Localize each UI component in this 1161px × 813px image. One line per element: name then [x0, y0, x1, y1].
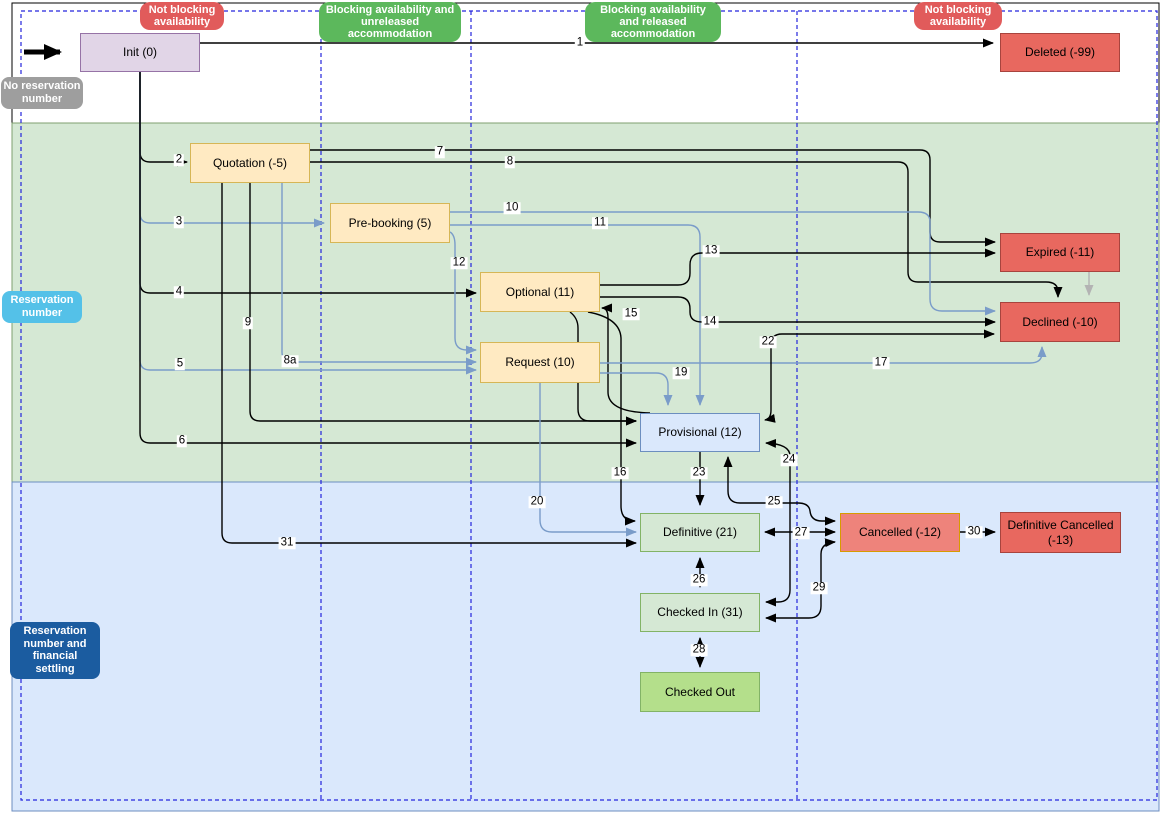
edge-label-15: 15: [622, 307, 640, 320]
edge-label-20: 20: [528, 495, 546, 508]
edge-label-4: 4: [173, 285, 185, 298]
edge-label-30: 30: [965, 525, 983, 538]
edge-label-10: 10: [503, 201, 521, 214]
edge-label-9: 9: [242, 316, 254, 329]
edge-label-6: 6: [176, 434, 188, 447]
node-checked-out: Checked Out: [640, 672, 760, 712]
edge-19: [600, 372, 673, 406]
edge-14: [600, 296, 996, 327]
edge-optional-provisional: [569, 311, 637, 426]
node-cancelled: Cancelled (-12): [840, 513, 960, 552]
edge-label-17: 17: [872, 356, 890, 369]
node-quotation: Quotation (-5): [190, 143, 310, 183]
edge-label-23: 23: [690, 466, 708, 479]
edge-8: [310, 161, 1063, 298]
edge-29: [765, 538, 836, 623]
edge-label-2: 2: [173, 153, 185, 166]
edge-label-3: 3: [173, 215, 185, 228]
lane-badge-3: Reservation number and financial settlin…: [10, 622, 100, 679]
node-definitive-cancelled: Definitive Cancelled (-13): [1000, 512, 1121, 553]
edge-label-11: 11: [592, 216, 608, 229]
edge-20: [539, 382, 637, 537]
edge-label-1: 1: [574, 36, 586, 49]
edge-10: [450, 211, 996, 316]
edge-label-7: 7: [434, 145, 446, 158]
edge-label-22: 22: [759, 335, 777, 348]
edge-9: [249, 183, 637, 426]
node-request: Request (10): [480, 342, 600, 383]
edge-label-5: 5: [174, 357, 186, 370]
edge-13: [600, 248, 996, 286]
column-header-1: Not blocking availability: [140, 2, 224, 31]
edge-6: [139, 72, 637, 448]
edge-16: [587, 311, 636, 526]
edge-17: [600, 346, 1047, 364]
edge-label-14: 14: [701, 315, 719, 328]
column-header-4: Not blocking availability: [914, 2, 1002, 31]
column-header-2: Blocking availability and unreleased acc…: [319, 2, 461, 43]
edge-label-24: 24: [780, 453, 798, 466]
node-definitive: Definitive (21): [640, 513, 760, 552]
edge-label-12: 12: [450, 256, 468, 269]
node-checked-in: Checked In (31): [640, 593, 760, 632]
node-deleted: Deleted (-99): [1000, 33, 1120, 72]
lane-badge-2: Reservation number: [2, 291, 82, 323]
edge-25: [723, 456, 836, 526]
node-provisional: Provisional (12): [640, 413, 760, 452]
node-prebooking: Pre-booking (5): [330, 203, 450, 243]
edge-label-8a: 8a: [281, 354, 299, 367]
column-header-3: Blocking availability and released accom…: [585, 2, 721, 43]
lane-badge-1: No reservation number: [1, 77, 83, 109]
edge-12: [449, 231, 477, 355]
node-init: Init (0): [80, 33, 200, 72]
edge-label-27: 27: [792, 526, 810, 539]
edge-15: [601, 303, 651, 414]
edge-label-28: 28: [690, 643, 708, 656]
edge-label-25: 25: [765, 495, 783, 508]
edge-label-8: 8: [504, 155, 516, 168]
edge-label-29: 29: [810, 581, 828, 594]
node-declined: Declined (-10): [1000, 302, 1120, 342]
edge-label-31: 31: [278, 536, 296, 549]
edge-label-13: 13: [702, 244, 720, 257]
edge-11: [450, 224, 705, 406]
edge-label-26: 26: [690, 573, 708, 586]
edge-label-19: 19: [672, 366, 690, 379]
node-expired: Expired (-11): [1000, 233, 1120, 272]
edge-7: [310, 149, 996, 247]
edge-31: [221, 183, 637, 548]
edge-label-16: 16: [611, 466, 629, 479]
node-optional: Optional (11): [480, 272, 600, 312]
